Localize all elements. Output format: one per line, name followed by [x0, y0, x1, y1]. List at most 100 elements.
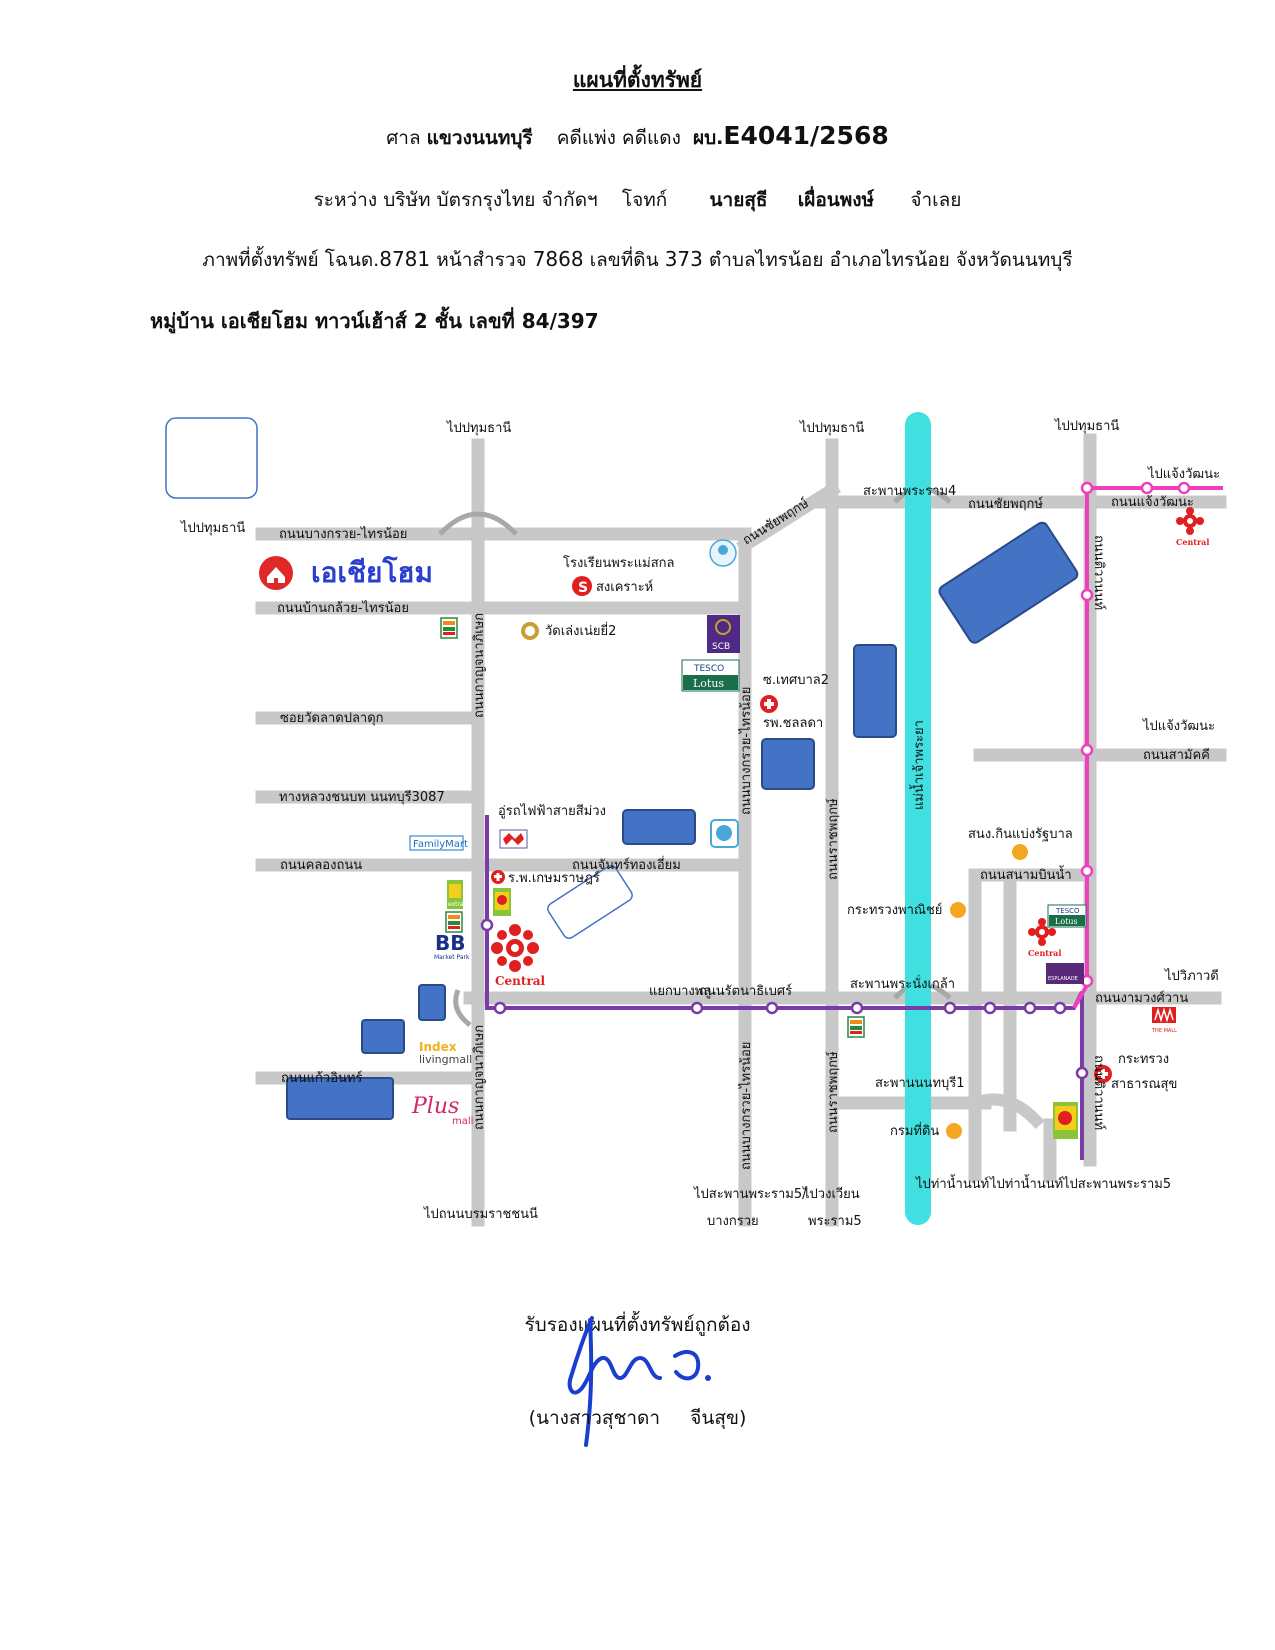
central-text: Central — [495, 974, 546, 988]
label-road-ratchaphruek: ถนนราชพฤกษ์ — [825, 1051, 841, 1133]
label-to-wongwian: ไปวงเวียน — [802, 1186, 860, 1202]
seven-eleven-icon — [440, 617, 458, 639]
label-to-pathum: ไปปทุมธานี — [1054, 418, 1119, 434]
scb-text: SCB — [712, 642, 730, 652]
court-name: แขวงนนทบุรี — [426, 127, 533, 149]
location: ตำบลไทรน้อย อำเภอไทรน้อย จังหวัดนนทบุรี — [708, 249, 1073, 271]
deed-label: ภาพที่ตั้งทรัพย์ โฉนด. — [202, 249, 380, 271]
seven-eleven-icon — [847, 1016, 865, 1038]
label-road-sanambinnam: ถนนสนามบินน้ำ — [980, 865, 1072, 883]
central-logo: Central — [491, 924, 546, 988]
extra-text: extra — [448, 901, 464, 908]
label-road-ratchaphruek: ถนนราชพฤกษ์ — [825, 798, 841, 880]
label-hospital-chonlada: รพ.ชลลดา — [763, 716, 823, 731]
curve-kanchanaphisek — [453, 989, 472, 1027]
label-to-boromratchachonnani: ไปถนนบรมราชชนนี — [423, 1206, 538, 1222]
label-to-pathum-left: ไปปทุมธานี — [180, 520, 245, 536]
bb-sub-text: Market Park — [434, 954, 470, 961]
svg-text:S: S — [578, 580, 588, 596]
bigc-extra-logo: extra — [447, 880, 464, 909]
label-ministry-commerce: กระทรวงพาณิชย์ — [847, 902, 942, 918]
label-road-chaiyapruek-diagonal: ถนนชัยพฤกษ์ — [740, 495, 812, 549]
label-road-kaewin: ถนนแก้วอินทร์ — [281, 1070, 362, 1086]
label-mrt-depot: อู่รถไฟฟ้าสายสีม่วง — [498, 803, 606, 819]
label-temple: วัดเล่งเน่ยยี่2 — [545, 622, 616, 639]
label-road-chanthongiam: ถนนจันทร์ทองเอี่ยม — [572, 856, 681, 873]
songkhro-logo: S — [572, 576, 592, 596]
label-rama5: พระราม5 — [808, 1214, 862, 1229]
label-school: โรงเรียนพระแม่สกล — [563, 555, 675, 571]
central-text: Central — [1176, 537, 1209, 547]
index-logo: Index livingmall — [419, 1040, 472, 1066]
label-to-chaengwattana: ไปแจ้งวัฒนะ — [1147, 466, 1220, 482]
label-hospital-kasem: ร.พ.เกษมราษฎร์ — [508, 870, 600, 886]
esplanade-logo: ESPLANADE — [1046, 963, 1084, 984]
tesco-lotus-logo: TESCO Lotus — [1047, 904, 1087, 928]
overpass-kanchanaphisek — [438, 511, 518, 536]
poi-dot — [950, 902, 966, 918]
central-logo: Central — [1176, 507, 1209, 547]
label-ministry-health: สาธารณสุข — [1111, 1077, 1177, 1092]
plusmall-sub-text: mall — [452, 1116, 473, 1127]
deed-line: ภาพที่ตั้งทรัพย์ โฉนด.8781 หน้าสำรวจ 786… — [0, 245, 1275, 275]
label-road-bangkruai-sainoi: ถนนบางกรวย-ไทรน้อย — [279, 526, 407, 542]
label-hwy-3087: ทางหลวงชนบท นนทบุรี3087 — [279, 789, 445, 805]
deed-number: 8781 — [379, 247, 431, 271]
label-road-samakkhi: ถนนสามัคคี — [1143, 747, 1210, 763]
plaintiff: บริษัท บัตรกรุงไทย จำกัดฯ — [383, 189, 598, 211]
signer-first-name: นางสาวสุชาดา — [536, 1407, 661, 1429]
central-logo: Central — [1028, 918, 1061, 958]
bb-text: BB — [435, 931, 466, 955]
label-road-banklui-sainoi: ถนนบ้านกล้วย-ไทรน้อย — [277, 600, 409, 616]
label-junction-bangphlu: แยกบางพลู — [649, 984, 711, 999]
label-road-bangkruai-vertical: ถนนบางกรวย-ไทรน้อย — [738, 687, 754, 815]
building-block — [418, 984, 446, 1021]
roads — [255, 433, 1227, 1227]
target-plot-outline — [547, 864, 633, 940]
tesco-lotus-logo: TESCO Lotus — [681, 659, 740, 692]
case-prefix: ผบ. — [692, 127, 724, 149]
lotus-text: Lotus — [1055, 917, 1078, 926]
defendant-last-name: เผื่อนพงษ์ — [797, 189, 875, 211]
plaintiff-role: โจทก์ — [621, 189, 668, 211]
property-line: หมู่บ้าน เอเชียโฮม ทาวน์เฮ้าส์ 2 ชั้น เล… — [150, 309, 599, 333]
defendant-role: จำเลย — [910, 189, 962, 211]
asiahome-text: เอเชียโฮม — [311, 555, 433, 589]
themall-logo: THE MALL — [1151, 1007, 1177, 1034]
building-block — [938, 521, 1079, 644]
label-soi-wat-ladpladuk: ซอยวัดลาดปลาดุก — [280, 711, 384, 726]
case-line: ศาล แขวงนนทบุรี คดีแพ่ง คดีแดง ผบ.E4041/… — [0, 121, 1275, 153]
land-label: เลขที่ดิน — [589, 249, 659, 271]
label-road-chaiyapruek: ถนนชัยพฤกษ์ — [968, 496, 1043, 512]
page-title: แผนที่ตั้งทรัพย์ — [572, 68, 703, 92]
building-block — [286, 1077, 394, 1120]
label-road-kanchanaphisek: ถนนกาญจนาภิเษก — [472, 1025, 487, 1130]
label-to-nonthaburi-pier: ไปท่าน้ำนนท์ — [989, 1174, 1063, 1192]
signature — [567, 1316, 711, 1447]
tesco-text: TESCO — [693, 664, 724, 674]
label-road-bangkruai-vertical: ถนนบางกรวย-ไทรน้อย — [738, 1042, 754, 1170]
court-prefix: ศาล — [386, 127, 421, 149]
pink-line — [1072, 481, 1223, 1009]
index-text: Index — [419, 1040, 457, 1054]
hospital-icon — [491, 870, 505, 884]
label-road-ngamwongwan: ถนนงามวงศ์วาน — [1095, 990, 1188, 1006]
label-bangkruai: บางกรวย — [707, 1214, 759, 1229]
bb-logo: BB Market Park — [434, 931, 470, 961]
legend-box — [165, 417, 258, 499]
label-bridge-phranangklao: สะพานพระนั่งเกล้า — [850, 975, 955, 992]
livingmall-text: livingmall — [419, 1053, 472, 1066]
label-river: แม่น้ำเจ้าพระยา — [909, 720, 927, 810]
signer-name: (นางสาวสุชาดา จีนสุข) — [0, 1403, 1275, 1433]
scb-logo: SCB — [707, 615, 740, 653]
esplanade-text: ESPLANADE — [1048, 976, 1078, 982]
themall-text: THE MALL — [1151, 1028, 1177, 1034]
signer-surname: จีนสุข — [690, 1407, 739, 1429]
defendant-first-name: นายสุธี — [709, 189, 768, 211]
hospital-icon — [1094, 1065, 1112, 1083]
poi-dot — [1012, 844, 1028, 860]
label-bridge-nonthaburi1: สะพานนนทบุรี1 — [875, 1075, 965, 1091]
label-to-vibhavadi: ไปวิภาวดี — [1164, 968, 1219, 984]
label-land-dept: กรมที่ดิน — [890, 1122, 939, 1139]
